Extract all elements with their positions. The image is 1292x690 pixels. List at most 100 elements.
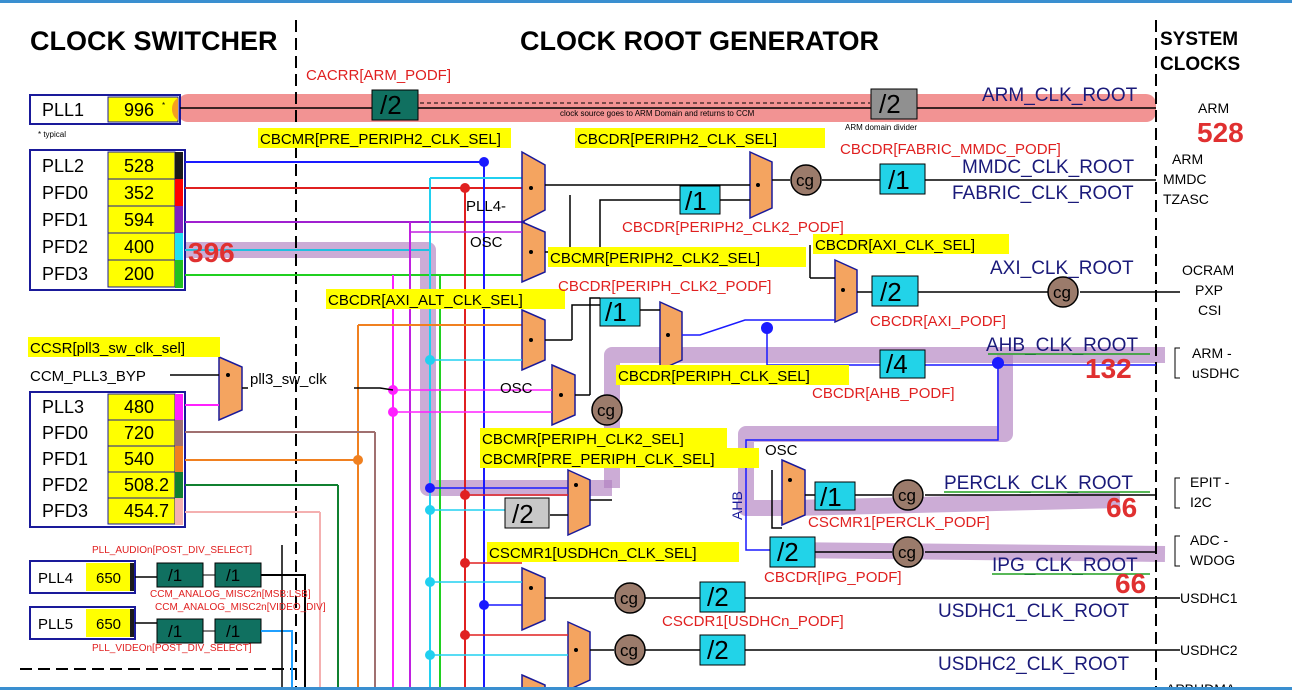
periph2-sel-label: CBCDR[PERIPH2_CLK_SEL]: [577, 131, 777, 148]
svg-text:/2: /2: [707, 582, 729, 612]
pll1-value: 996: [124, 100, 154, 120]
pre-periph2-label: CBCMR[PRE_PERIPH2_CLK_SEL]: [260, 131, 501, 148]
clock-switcher-title: CLOCK SWITCHER: [30, 26, 277, 56]
svg-text:/1: /1: [168, 566, 182, 585]
fabric-mmdc-podf-label: CBCDR[FABRIC_MMDC_PODF]: [840, 141, 1061, 158]
pll-row-name: PFD1: [42, 449, 88, 469]
pll1-name: PLL1: [42, 100, 84, 120]
pll5-value: 650: [96, 616, 121, 633]
pll-row-value: 720: [124, 423, 154, 443]
perclk-podf-label: CSCMR1[PERCLK_PODF]: [808, 514, 990, 531]
arm-podf-divider: [371, 89, 419, 121]
ipg-podf-label: CBCDR[IPG_PODF]: [764, 569, 902, 586]
clock-gate-label: cg: [620, 589, 638, 608]
svg-text:/2: /2: [879, 89, 901, 119]
periph2-mux: [749, 150, 773, 220]
svg-text:I2C: I2C: [1190, 494, 1212, 510]
clock-gate-label: cg: [796, 171, 814, 190]
svg-text:ADC -: ADC -: [1190, 532, 1228, 548]
osc-label-1: OSC: [470, 234, 503, 251]
annotation-66-ipg: 66: [1115, 568, 1146, 599]
pll-row-name: PFD1: [42, 210, 88, 230]
svg-text:ARM -: ARM -: [1192, 345, 1232, 361]
svg-text:TZASC: TZASC: [1163, 191, 1209, 207]
pll4-div-a: [156, 562, 204, 588]
periph2-clk2-mux: [521, 220, 546, 284]
pll-row-value: 200: [124, 264, 154, 284]
pll4-input-label: PLL4-: [466, 198, 506, 215]
svg-text:EPIT -: EPIT -: [1190, 474, 1230, 490]
pll-row-value: 400: [124, 237, 154, 257]
clock-gate-label: cg: [898, 543, 916, 562]
periph2-clk2-sel-label: CBCMR[PERIPH2_CLK2_SEL]: [550, 250, 760, 267]
svg-text:/2: /2: [777, 537, 799, 567]
svg-text:/2: /2: [707, 635, 729, 665]
ccsr-label: CCSR[pll3_sw_clk_sel]: [30, 340, 185, 357]
clock-gate: [790, 164, 822, 196]
svg-text:CSI: CSI: [1198, 302, 1221, 318]
pll4-value: 650: [96, 570, 121, 587]
pll1-note: * typical: [38, 130, 66, 139]
axi-mux: [834, 258, 858, 324]
cacrr-label: CACRR[ARM_PODF]: [306, 67, 451, 84]
svg-text:OCRAM: OCRAM: [1182, 262, 1234, 278]
pll1-edge-marker: [171, 98, 178, 120]
svg-text:uSDHC: uSDHC: [1192, 365, 1239, 381]
arm-domain-note: ARM domain divider: [845, 123, 917, 132]
svg-text:/1: /1: [168, 622, 182, 641]
svg-text:/2: /2: [512, 499, 534, 529]
periph-mux: [659, 300, 683, 372]
arm-note: clock source goes to ARM Domain and retu…: [560, 109, 755, 118]
svg-text:USDHC2: USDHC2: [1180, 642, 1238, 658]
clock-gate: [614, 634, 646, 666]
pll-row-value: 594: [124, 210, 154, 230]
pll-row-name: PFD2: [42, 237, 88, 257]
ipg-clk-root: IPG_CLK_ROOT: [992, 555, 1138, 576]
pll5-div-b: [214, 618, 262, 644]
clock-gate-label: cg: [597, 401, 615, 420]
pll-audio-label: PLL_AUDIOn[POST_DIV_SELECT]: [92, 545, 252, 556]
pll-row-value: 352: [124, 183, 154, 203]
clock-gate: [591, 394, 623, 426]
periph2-clk2-podf-label: CBCDR[PERIPH2_CLK2_PODF]: [622, 219, 844, 236]
clock-gate: [614, 582, 646, 614]
svg-text:/1: /1: [226, 566, 240, 585]
periph-clk2-podf-label: CBCDR[PERIPH_CLK2_PODF]: [558, 278, 771, 295]
misc2-video-label: CCM_ANALOG_MISC2n[VIDEO_DIV]: [155, 602, 326, 613]
periph-clk2-sel-label: CBCMR[PERIPH_CLK2_SEL]: [482, 431, 684, 448]
axi-alt-label: CBCDR[AXI_ALT_CLK_SEL]: [328, 292, 523, 309]
pre-periph-label: CBCMR[PRE_PERIPH_CLK_SEL]: [482, 451, 715, 468]
ahb-vertical-label: AHB: [729, 491, 745, 520]
perclk-divider: [814, 481, 856, 511]
periph2-clk2-divider: [679, 185, 721, 215]
pll-row-name: PFD2: [42, 475, 88, 495]
pll-row-name: PLL3: [42, 397, 84, 417]
pll-row-value: 508.2: [124, 475, 169, 495]
usdhc2-divider: [699, 634, 746, 666]
svg-text:/2: /2: [880, 277, 902, 307]
clock-gate-label: cg: [620, 641, 638, 660]
annotation-132: 132: [1085, 353, 1132, 384]
axi-alt-mux: [521, 308, 546, 372]
ipg-divider: [769, 536, 816, 568]
usdhc-sel-label: CSCMR1[USDHCn_CLK_SEL]: [489, 545, 697, 562]
pre-periph-mux: [567, 468, 591, 537]
misc2-msb-label: CCM_ANALOG_MISC2n[MSB:LSB]: [150, 589, 311, 600]
pll-row-value: 540: [124, 449, 154, 469]
fabric-clk-root: FABRIC_CLK_ROOT: [952, 183, 1134, 204]
clock-root-generator-title: CLOCK ROOT GENERATOR: [520, 26, 879, 56]
axi-clk-root: AXI_CLK_ROOT: [990, 258, 1134, 279]
svg-text:PXP: PXP: [1195, 282, 1223, 298]
ahb-podf-label: CBCDR[AHB_PODF]: [812, 385, 955, 402]
svg-text:/2: /2: [380, 90, 402, 120]
pll-row-name: PFD3: [42, 264, 88, 284]
periph-clk2-mux: [551, 363, 576, 427]
ahb-clk-root: AHB_CLK_ROOT: [986, 335, 1138, 356]
usdhc1-mux: [521, 566, 546, 632]
pre-periph2-mux: [521, 150, 546, 224]
arm-domain-divider: [870, 88, 918, 120]
svg-text:/1: /1: [888, 165, 910, 195]
svg-text:/1: /1: [685, 186, 707, 216]
